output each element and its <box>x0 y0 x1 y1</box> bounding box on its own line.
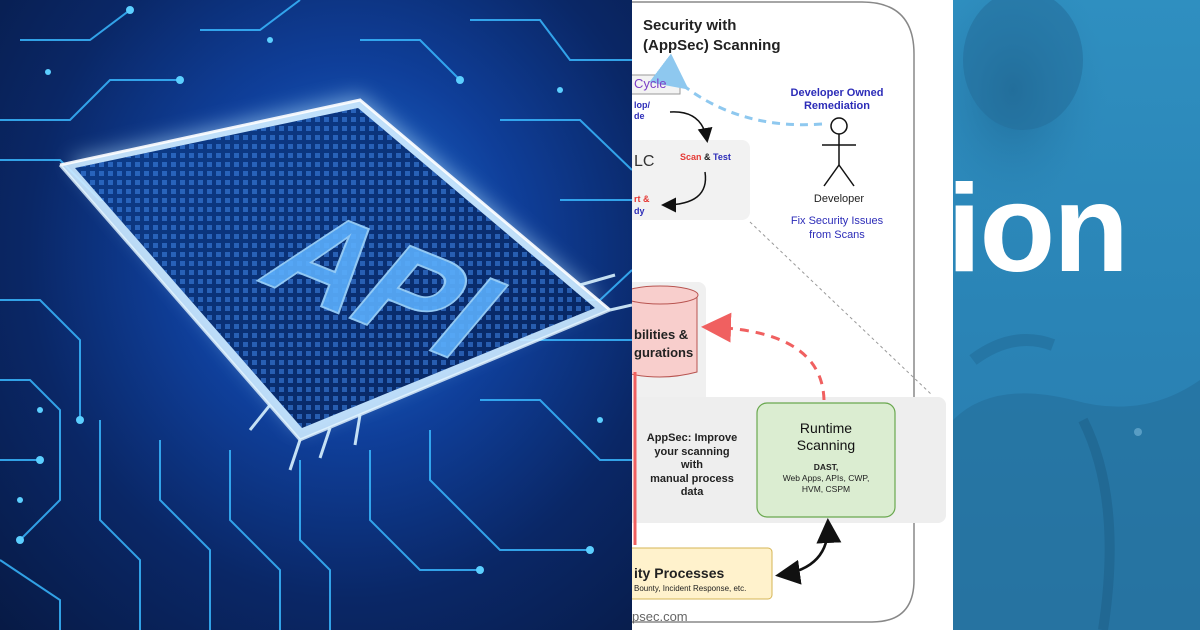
scan-amp: & <box>704 152 711 162</box>
runtime-detail-1: DAST, <box>813 462 839 472</box>
developer-label: Developer <box>813 193 865 205</box>
runtime-detail-2: Web Apps, APIs, CWP, <box>782 473 870 483</box>
runtime-scanning-title: Runtime Scanning <box>757 420 895 454</box>
diagram-title-line1: Security with <box>643 17 737 34</box>
scan-test-label: Scan & Test <box>680 152 731 162</box>
runtime-line1: Runtime <box>799 420 853 436</box>
develop-to-scan-arrow <box>669 111 713 143</box>
diagram-shapes <box>632 1 946 623</box>
developer-owned-line2: Remediation <box>803 100 870 112</box>
develop-line1: lop/ <box>634 100 650 110</box>
overlay-headline: ion <box>953 160 1129 298</box>
appsec-diagram: Security with (AppSec) Scanning Cycle lo… <box>632 0 953 630</box>
cycle-label: Cycle <box>634 76 667 91</box>
runtime-line2: Scanning <box>796 437 856 453</box>
footer-url: psec.com <box>632 609 688 624</box>
appsec-line-4: manual process <box>650 472 734 485</box>
develop-label: lop/ de <box>634 100 650 122</box>
sdlc-label: LC <box>634 153 655 170</box>
fix-security-label: Fix Security Issues from Scans <box>782 214 892 242</box>
person-silhouette <box>953 0 1200 630</box>
vuln-db-label: bilities & gurations <box>634 326 693 362</box>
findings-arrow <box>701 312 826 401</box>
appsec-line-5: data <box>680 486 704 498</box>
alert-line2: dy <box>634 206 645 216</box>
diagram-title-line2: (AppSec) Scanning <box>643 37 781 54</box>
developer-icon <box>822 117 856 187</box>
vuln-database <box>632 294 698 378</box>
dotted-connector <box>749 221 933 396</box>
appsec-line-1: AppSec: Improve <box>646 432 738 444</box>
appsec-improve-label: AppSec: Improve your scanning with manua… <box>640 432 744 500</box>
develop-line2: de <box>634 111 645 121</box>
developer-owned-line1: Developer Owned <box>790 87 884 99</box>
outer-frame <box>632 1 915 623</box>
process-runtime-arrow <box>775 518 842 585</box>
runtime-detail: DAST, Web Apps, APIs, CWP, HVM, CSPM <box>757 462 895 495</box>
circuit-traces <box>0 0 632 630</box>
runtime-scanning-box <box>756 402 896 518</box>
test-word: Test <box>713 152 731 162</box>
fix-line1: Fix Security Issues <box>790 215 884 227</box>
api-chip-illustration: API <box>0 0 632 630</box>
processes-title: ity Processes <box>634 565 725 581</box>
processes-box <box>632 547 773 600</box>
scan-to-alert-arrow <box>661 171 707 213</box>
api-chip-image: API <box>0 0 632 630</box>
chip-pins <box>248 273 632 471</box>
fix-line2: from Scans <box>809 229 865 241</box>
appsec-line-3: with <box>681 459 703 471</box>
scan-word: Scan <box>680 152 702 162</box>
runtime-detail-3: HVM, CSPM <box>801 484 851 494</box>
db-line2: gurations <box>634 345 694 360</box>
db-line1: bilities & <box>634 327 689 342</box>
processes-sub: Bounty, Incident Response, etc. <box>634 584 747 593</box>
person-image-panel: ion <box>953 0 1200 630</box>
alert-line1: rt & <box>634 194 650 204</box>
appsec-line-2: your scanning <box>654 445 730 458</box>
developer-owned-label: Developer Owned Remediation <box>782 87 892 113</box>
remediation-arrow <box>649 53 823 127</box>
alert-label: rt & dy <box>634 193 650 217</box>
